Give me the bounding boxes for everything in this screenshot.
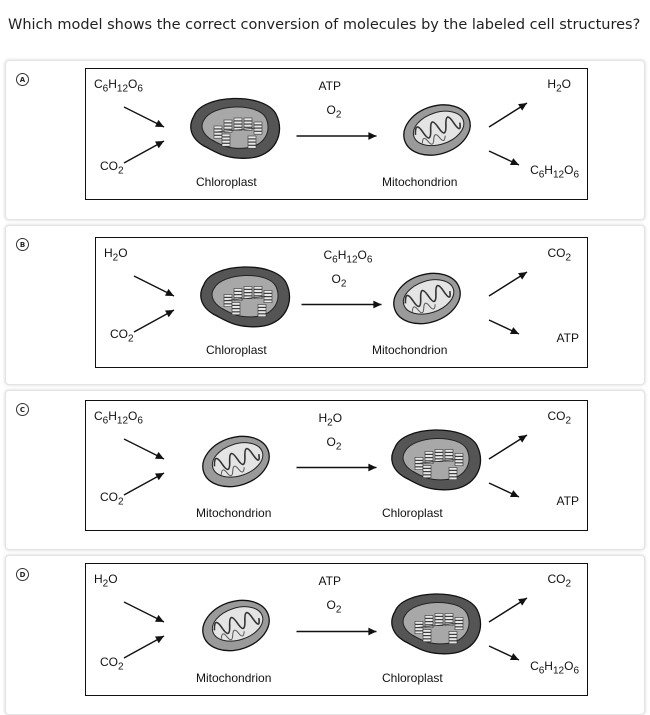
output-molecule-bottom: C6H12O6 [530,163,579,181]
input-molecule-bottom: CO2 [110,327,134,345]
input-molecule-top: C6H12O6 [94,409,143,427]
input-molecule-bottom: CO2 [100,159,124,177]
input-molecule-top: H2O [104,246,128,264]
middle-molecule-bottom: O2 [326,103,342,121]
diagram-graphics [133,266,528,335]
second-organelle-label: Mitochondrion [382,175,458,189]
diagram-graphics [123,97,528,166]
middle-molecule-top: ATP [318,79,341,93]
middle-molecule-bottom: O2 [326,598,342,616]
first-organelle-label: Mitochondrion [196,671,272,685]
input-molecule-top: C6H12O6 [94,77,143,95]
first-organelle-label: Chloroplast [206,343,267,357]
output-molecule-top: H2O [547,77,571,95]
first-organelle-label: Mitochondrion [196,506,272,520]
middle-molecule-bottom: O2 [326,435,342,453]
option-letter-a[interactable]: A [16,73,29,86]
diagram-graphics [123,429,528,498]
input-molecule-top: H2O [94,572,118,590]
option-letter-c[interactable]: C [16,403,29,416]
output-molecule-bottom: C6H12O6 [530,659,579,677]
output-molecule-top: CO2 [547,572,571,590]
input-molecule-bottom: CO2 [100,490,124,508]
option-letter-d[interactable]: D [16,568,29,581]
output-molecule-bottom: ATP [556,494,579,508]
diagram-graphics [123,593,528,661]
second-organelle-label: Mitochondrion [372,343,448,357]
second-organelle-label: Chloroplast [382,506,443,520]
middle-molecule-top: H2O [318,411,343,429]
output-molecule-top: CO2 [547,246,571,264]
option-letter-b[interactable]: B [16,238,29,251]
second-organelle-label: Chloroplast [382,671,443,685]
output-molecule-top: CO2 [547,409,571,427]
input-molecule-bottom: CO2 [100,655,124,673]
middle-molecule-top: C6H12O6 [323,248,373,266]
first-organelle-label: Chloroplast [196,175,257,189]
middle-molecule-bottom: O2 [331,272,347,290]
question-text: Which model shows the correct conversion… [8,17,641,33]
middle-molecule-top: ATP [318,574,341,588]
output-molecule-bottom: ATP [556,331,579,345]
